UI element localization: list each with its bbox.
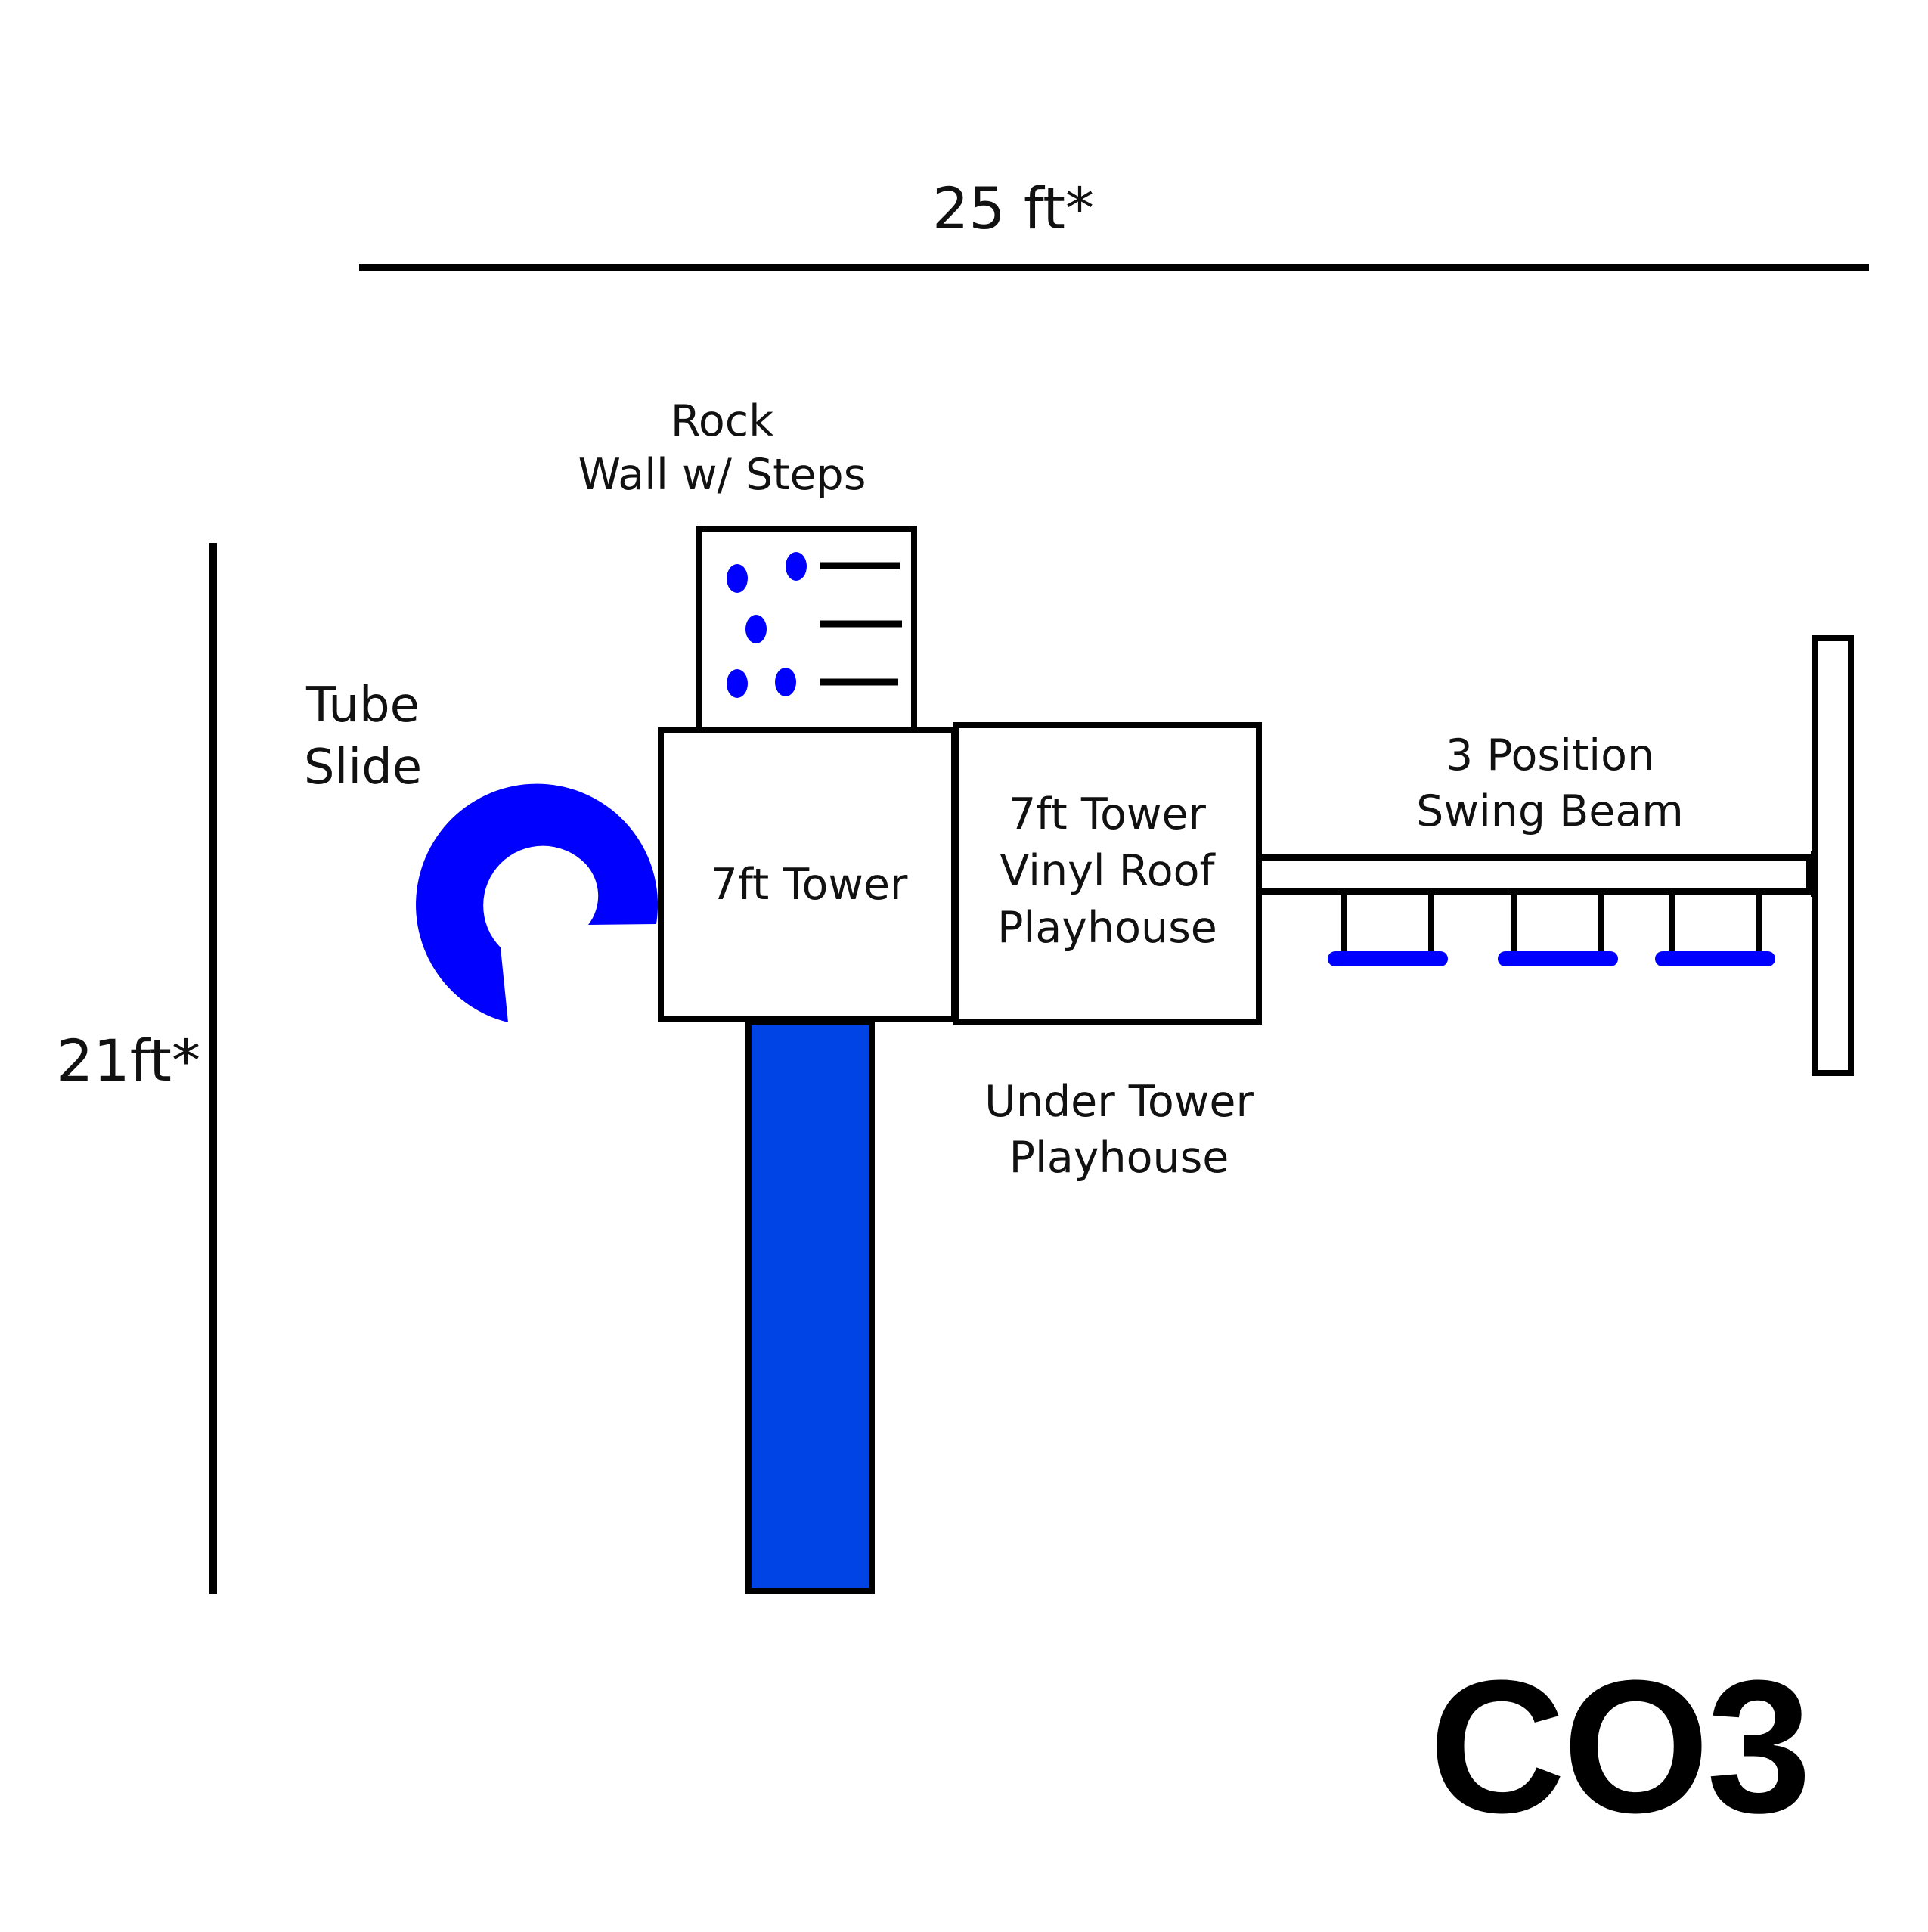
rock-hold	[727, 564, 748, 593]
swing-beam-label-line2: Swing Beam	[1416, 786, 1684, 837]
swing-beam	[1256, 854, 1812, 895]
under-tower-label: Under Tower Playhouse	[960, 1074, 1278, 1186]
a-frame-leg	[1812, 635, 1854, 1076]
rock-hold	[745, 615, 767, 643]
tower-roof-box	[953, 722, 1262, 1025]
tower-roof-label-line2: Vinyl Roof	[1000, 846, 1215, 897]
tube-slide-label: Tube Slide	[257, 675, 469, 799]
tower-roof-label-line1: 7ft Tower	[1009, 789, 1206, 839]
model-code: CO3	[1429, 1641, 1812, 1852]
rock-hold	[775, 668, 796, 696]
swing-seat-1	[1328, 894, 1448, 966]
rock-hold	[786, 552, 807, 581]
rock-wall-label: Rock Wall w/ Steps	[571, 395, 873, 503]
tower-main-label: 7ft Tower	[710, 860, 908, 910]
swing-seat-2	[1498, 894, 1618, 966]
tube-slide-icon	[416, 783, 659, 1022]
rock-hold	[727, 669, 748, 698]
rock-wall-label-line2: Wall w/ Steps	[578, 450, 866, 501]
tube-slide-label-line2: Slide	[303, 739, 423, 795]
straight-slide	[745, 1019, 875, 1594]
under-tower-label-line1: Under Tower	[984, 1077, 1254, 1127]
tower-roof-label: 7ft Tower Vinyl Roof Playhouse	[956, 786, 1259, 957]
rock-wall-label-line1: Rock	[670, 396, 774, 446]
swing-beam-label-line1: 3 Position	[1445, 730, 1655, 780]
tower-main-box	[658, 727, 957, 1022]
swing-beam-label: 3 Position Swing Beam	[1391, 727, 1709, 839]
under-tower-label-line2: Playhouse	[1009, 1133, 1229, 1183]
tube-slide-label-line1: Tube	[306, 678, 420, 733]
rock-wall	[696, 526, 917, 734]
swing-seat-3	[1655, 894, 1775, 966]
tower-roof-label-line3: Playhouse	[997, 903, 1217, 954]
depth-dimension-label: 21ft*	[57, 1027, 200, 1094]
width-dimension-label: 25 ft*	[931, 175, 1095, 242]
